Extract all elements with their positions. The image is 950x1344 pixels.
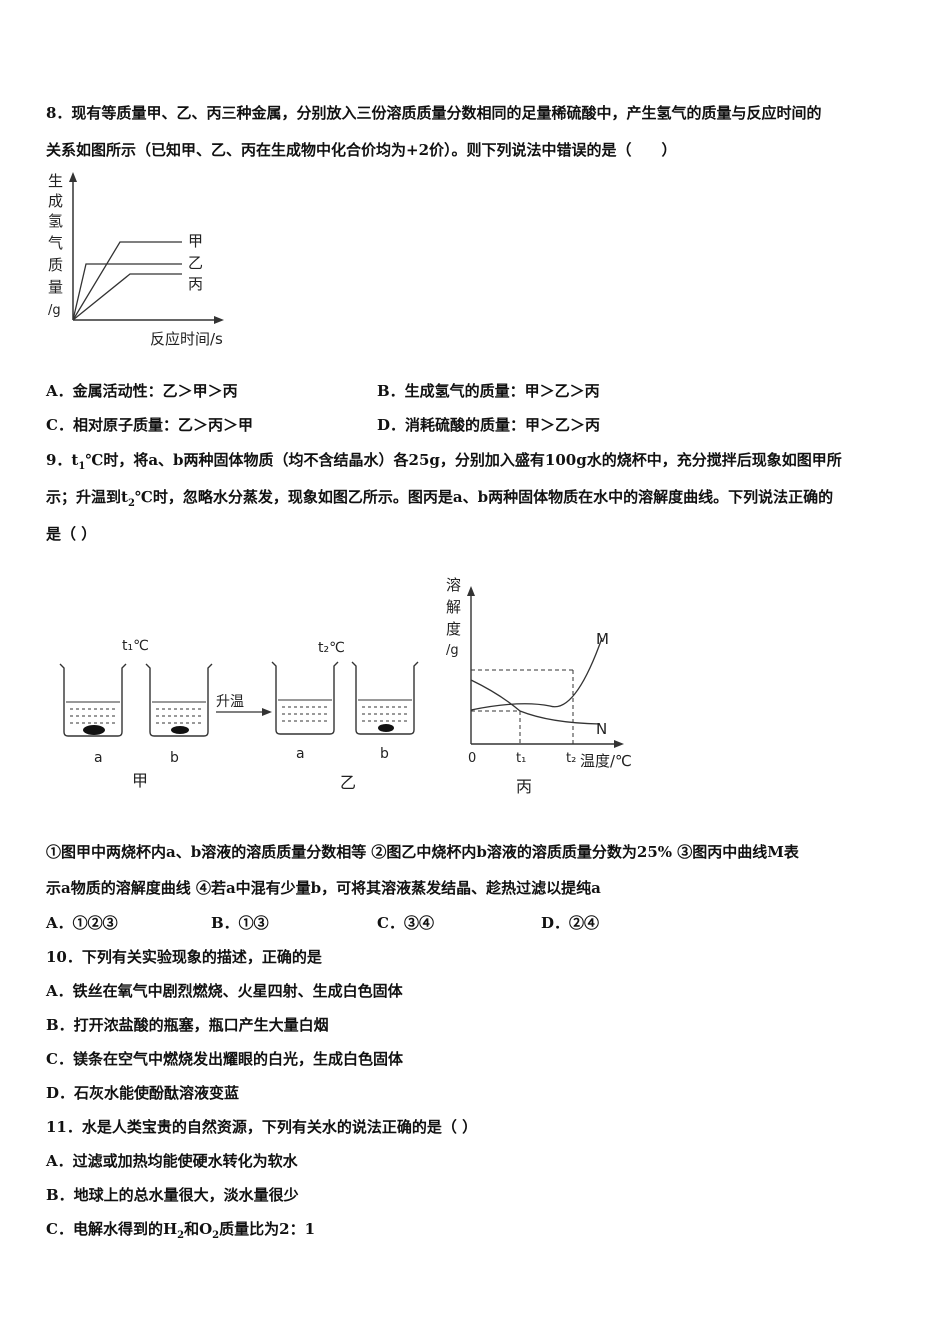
q9-tick-t2: t₂ <box>566 751 576 766</box>
q9-label-jia-a: a <box>94 750 103 766</box>
q9-stem-text: 示；升温到t <box>46 488 128 506</box>
q9-curve-ylabel-char: 溶 <box>446 576 461 594</box>
q8-y-axis-arrow <box>69 172 77 182</box>
q9-solid-jia-b <box>171 726 189 734</box>
q9-option-d[interactable]: D．②④ <box>541 914 600 932</box>
q9-stem-text: ℃时，将a、b两种固体物质（均不含结晶水）各25g，分别加入盛有100g水的烧杯… <box>85 451 842 469</box>
q9-stem-sub: 1 <box>78 461 86 472</box>
q9-curve-y-arrow <box>467 586 475 596</box>
q8-stem-line2: 关系如图所示（已知甲、乙、丙在生成物中化合价均为+2价）。则下列说法中错误的是（… <box>46 141 677 159</box>
q9-label-yi-b: b <box>380 746 389 762</box>
q8-xlabel: 反应时间/s <box>150 330 223 348</box>
q8-ylabel-char: 生 <box>48 172 63 190</box>
q9-stem-line1: 9．t1℃时，将a、b两种固体物质（均不含结晶水）各25g，分别加入盛有100g… <box>46 450 842 477</box>
q11-stem: 11．水是人类宝贵的自然资源，下列有关水的说法正确的是（ ） <box>46 1118 478 1136</box>
q9-option-c[interactable]: C．③④ <box>377 914 434 932</box>
q8-ylabel-char: 氢 <box>48 212 63 230</box>
q8-series-jia <box>72 241 182 321</box>
q11-option-c-text: C．电解水得到的H <box>46 1220 178 1238</box>
q11-option-c-sub: 2 <box>177 1230 185 1241</box>
q9-arrow-label: 升温 <box>216 694 244 710</box>
q9-statement-line1: ①图甲中两烧杯内a、b溶液的溶质质量分数相等 ②图乙中烧杯内b溶液的溶质质量分数… <box>46 843 799 861</box>
q9-stem-line3: 是（ ） <box>46 525 97 543</box>
q8-series-yi <box>72 263 182 321</box>
q9-curve-m <box>470 637 603 711</box>
q10-option-d[interactable]: D．石灰水能使酚酞溶液变蓝 <box>46 1084 240 1102</box>
q9-stem-text: 9．t <box>46 451 79 469</box>
q9-curve-ylabel-char: 度 <box>446 620 461 638</box>
q8-ylabel-char: 量 <box>48 278 63 296</box>
q9-curve-m-label: M <box>596 630 609 648</box>
q8-series-bing <box>72 273 182 321</box>
q11-option-c-text: 质量比为2：1 <box>219 1220 316 1238</box>
q9-beaker-yi-a <box>271 661 339 735</box>
q8-option-c[interactable]: C．相对原子质量：乙＞丙＞甲 <box>46 416 253 434</box>
q9-statement-line2: 示a物质的溶解度曲线 ④若a中混有少量b，可将其溶液蒸发结晶、趁热过滤以提纯a <box>46 879 601 897</box>
q9-option-b[interactable]: B．①③ <box>211 914 269 932</box>
q8-label-bing: 丙 <box>188 275 203 293</box>
q8-ylabel: 生 成 氢 气 质 量 /g <box>48 172 63 318</box>
q8-stem-line1: 8．现有等质量甲、乙、丙三种金属，分别放入三份溶质质量分数相同的足量稀硫酸中，产… <box>46 104 822 122</box>
q8-option-b[interactable]: B．生成氢气的质量：甲＞乙＞丙 <box>377 382 600 400</box>
q8-label-jia: 甲 <box>188 232 203 250</box>
q8-ylabel-char: 气 <box>48 234 63 252</box>
q8-option-a[interactable]: A．金属活动性：乙＞甲＞丙 <box>46 382 238 400</box>
q9-solid-jia-a <box>83 725 105 735</box>
q9-caption-jia: 甲 <box>132 771 148 790</box>
q9-beaker-yi-b <box>351 661 419 735</box>
q9-curve-ylabel-char: /g <box>446 643 459 658</box>
q11-option-c[interactable]: C．电解水得到的H2和O2质量比为2：1 <box>46 1219 315 1246</box>
q9-t1-label: t₁℃ <box>122 638 149 654</box>
q9-stem-line2: 示；升温到t2℃时，忽略水分蒸发，现象如图乙所示。图丙是a、b两种固体物质在水中… <box>46 487 833 514</box>
q8-ylabel-char: /g <box>48 303 61 318</box>
q8-ylabel-char: 质 <box>48 256 63 274</box>
q9-solubility-chart: 溶 解 度 /g M N 0 t₁ t₂ 温度/℃ 丙 <box>446 576 632 796</box>
q9-curve-n-label: N <box>596 720 607 738</box>
q8-label-yi: 乙 <box>188 254 203 272</box>
q9-curve-x-arrow <box>614 740 624 748</box>
q9-stem-sub: 2 <box>127 498 135 509</box>
q8-ylabel-char: 成 <box>48 192 63 210</box>
q8-option-d[interactable]: D．消耗硫酸的质量：甲＞乙＞丙 <box>377 416 601 434</box>
q9-t2-label: t₂℃ <box>318 640 345 656</box>
q9-curve-ylabel-char: 解 <box>446 598 461 616</box>
q9-label-jia-b: b <box>170 750 179 766</box>
q11-option-c-sub: 2 <box>212 1230 220 1241</box>
q9-solid-yi-b <box>378 724 394 732</box>
q10-stem: 10．下列有关实验现象的描述，正确的是 <box>46 948 322 966</box>
q9-arrow-head <box>262 708 272 716</box>
q11-option-c-text: 和O <box>184 1220 213 1238</box>
q9-option-a[interactable]: A．①②③ <box>46 914 118 932</box>
q9-beaker-jia-a <box>59 663 127 737</box>
q9-caption-bing: 丙 <box>516 777 532 796</box>
q9-label-yi-a: a <box>296 746 305 762</box>
q8-hydrogen-chart: 生 成 氢 气 质 量 /g 甲 乙 丙 反应时间/s <box>48 172 224 348</box>
q9-figure: t₁℃ a b 甲 升温 t₂℃ a b 乙 溶 解 度 /g M <box>59 576 632 796</box>
q9-stem-text: ℃时，忽略水分蒸发，现象如图乙所示。图丙是a、b两种固体物质在水中的溶解度曲线。… <box>134 488 834 506</box>
q9-caption-yi: 乙 <box>340 773 356 792</box>
q10-option-a[interactable]: A．铁丝在氧气中剧烈燃烧、火星四射、生成白色固体 <box>46 982 403 1000</box>
q9-tick-0: 0 <box>468 751 476 766</box>
q9-curve-xlabel: 温度/℃ <box>580 752 632 770</box>
q10-option-c[interactable]: C．镁条在空气中燃烧发出耀眼的白光，生成白色固体 <box>46 1050 403 1068</box>
q9-beaker-jia-b <box>145 663 213 737</box>
q8-x-axis-arrow <box>214 316 224 324</box>
q10-option-b[interactable]: B．打开浓盐酸的瓶塞，瓶口产生大量白烟 <box>46 1016 329 1034</box>
q11-option-a[interactable]: A．过滤或加热均能使硬水转化为软水 <box>46 1152 298 1170</box>
q9-tick-t1: t₁ <box>516 751 526 766</box>
q11-option-b[interactable]: B．地球上的总水量很大，淡水量很少 <box>46 1186 299 1204</box>
